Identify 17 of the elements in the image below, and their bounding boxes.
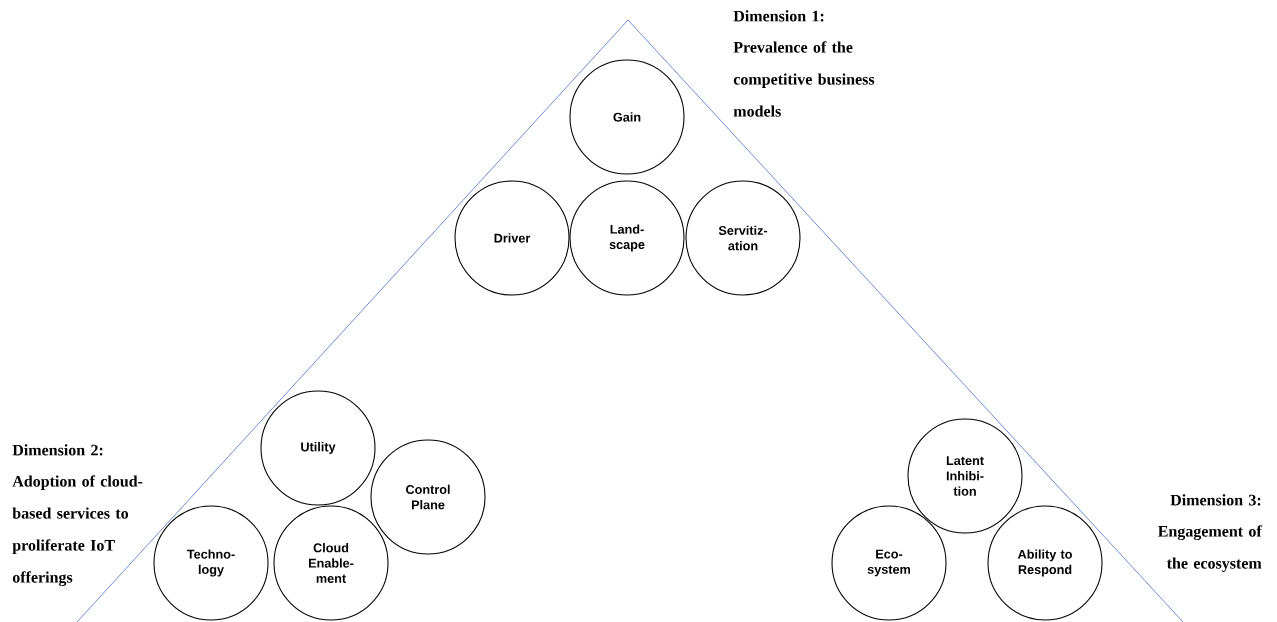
circle-node: Ability to Respond xyxy=(987,505,1103,621)
circle-node: Latent Inhibi- tion xyxy=(907,418,1023,534)
dimension-heading: Dimension 1: xyxy=(733,10,824,22)
circle-node: Gain xyxy=(569,59,685,175)
circle-node: Cloud Enable- ment xyxy=(273,505,389,621)
dimension-heading: Dimension 3: xyxy=(1170,494,1261,506)
circle-node: Servitiz- ation xyxy=(685,180,801,296)
dimension-description: Prevalence of the competitive business models xyxy=(733,41,875,117)
circle-node: Utility xyxy=(260,390,376,506)
dimension-description: Engagement of the ecosystem xyxy=(1158,525,1262,572)
circle-node: Eco- system xyxy=(831,505,947,621)
dimension-description: Adoption of cloud-based services to proliferate IoT offerings xyxy=(12,475,143,587)
circle-node: Land- scape xyxy=(569,180,685,296)
circle-node: Techno- logy xyxy=(153,505,269,621)
dimension-heading: Dimension 2: xyxy=(12,444,103,456)
circle-node: Driver xyxy=(454,180,570,296)
circle-node: Control Plane xyxy=(370,439,486,555)
